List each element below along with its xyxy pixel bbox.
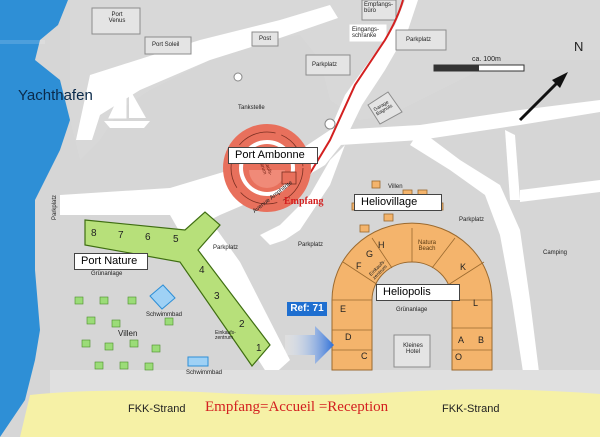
garage-bagnols-building bbox=[367, 91, 403, 125]
zone-heliovillage: Heliovillage bbox=[354, 194, 442, 211]
harbor-water bbox=[0, 0, 70, 437]
heliopolis-section-c: C bbox=[361, 351, 368, 361]
heliopolis-section-f: F bbox=[356, 261, 362, 271]
building-eingang bbox=[349, 24, 387, 42]
nature-block-6: 6 bbox=[145, 232, 151, 243]
heliopolis-section-b: B bbox=[478, 335, 485, 345]
label-einkaufszentrum-nature: Einkaufs-zentrum bbox=[215, 330, 236, 341]
heliopolis-complex bbox=[331, 222, 493, 371]
label-schwimmbad-2: Schwimmbad bbox=[186, 370, 223, 376]
road-camping-left bbox=[505, 130, 520, 200]
label-parkplatz-helio-left: Parkplatz bbox=[298, 242, 324, 248]
scale-label: ca. 100m bbox=[472, 56, 501, 63]
road-right bbox=[335, 100, 600, 145]
parkplatz-mid-area bbox=[395, 29, 447, 51]
label-port-venus: Port Venus bbox=[108, 12, 126, 24]
label-parkplatz-helio-right: Parkplatz bbox=[459, 217, 485, 223]
beach-label-center: Empfang=Accueil =Reception bbox=[205, 399, 389, 415]
building-empfangsburo bbox=[361, 0, 397, 21]
label-port-soleil: Port Soleil bbox=[152, 42, 180, 48]
harbor-label: Yachthafen bbox=[18, 87, 93, 104]
beach-sand bbox=[20, 389, 600, 437]
heliopolis-section-d: D bbox=[345, 332, 352, 342]
roundabout-2 bbox=[324, 118, 336, 130]
heliopolis-section-o: O bbox=[455, 352, 463, 362]
label-grunanlage-helio: Grünanlage bbox=[396, 307, 428, 313]
nature-block-1: 1 bbox=[256, 343, 262, 354]
label-empfang: Empfang bbox=[284, 196, 324, 207]
sailboat-icon bbox=[104, 81, 150, 128]
ref-badge[interactable]: Ref: 71 bbox=[287, 302, 327, 316]
building-port-soleil bbox=[144, 36, 192, 55]
schwimmbad-pool-1 bbox=[149, 284, 176, 310]
nature-villas bbox=[74, 296, 174, 371]
label-empfangsburo: Empfangs-büro bbox=[364, 2, 394, 14]
label-post: Post bbox=[259, 36, 272, 42]
label-villen-nature: Villen bbox=[118, 329, 138, 338]
label-villen-helio: Villen bbox=[388, 184, 403, 190]
north-arrow-icon bbox=[518, 72, 568, 122]
label-schwimmbad-1: Schwimmbad bbox=[146, 312, 183, 318]
scale-bar bbox=[433, 64, 525, 72]
nature-block-3: 3 bbox=[214, 291, 220, 302]
heliopolis-section-l: L bbox=[473, 298, 479, 308]
heliopolis-section-k: K bbox=[460, 262, 467, 272]
nature-block-5: 5 bbox=[173, 234, 179, 245]
zone-heliopolis: Heliopolis bbox=[376, 284, 460, 301]
nature-block-7: 7 bbox=[118, 230, 124, 241]
north-label: N bbox=[574, 39, 584, 54]
label-parkplatz-top: Parkplatz bbox=[312, 62, 338, 68]
road-bottom-right bbox=[520, 180, 600, 202]
parkplatz-top-area bbox=[305, 54, 351, 76]
schwimmbad-pool-2 bbox=[187, 356, 209, 367]
zone-port-ambonne: Port Ambonne bbox=[228, 147, 318, 164]
label-parkplatz-mid: Parkplatz bbox=[406, 37, 432, 43]
heliopolis-section-h: H bbox=[378, 240, 385, 250]
beach-label-right: FKK-Strand bbox=[442, 403, 500, 415]
building-post bbox=[251, 31, 279, 47]
roundabout-1 bbox=[233, 72, 243, 82]
nature-block-2: 2 bbox=[239, 319, 245, 330]
label-camping: Camping bbox=[543, 250, 568, 256]
building-port-venus bbox=[91, 7, 141, 35]
label-grunanlage-nature: Grünanlage bbox=[91, 271, 123, 277]
label-natura-beach: Natura Beach bbox=[417, 240, 436, 252]
zone-port-nature: Port Nature bbox=[74, 253, 148, 270]
label-kleines-hotel: Kleines Hotel bbox=[403, 343, 423, 355]
heliopolis-section-g: G bbox=[366, 249, 374, 259]
road-diagonal bbox=[410, 130, 540, 385]
nature-block-4: 4 bbox=[199, 265, 205, 276]
beach-label-left: FKK-Strand bbox=[128, 403, 186, 415]
direction-arrow-icon bbox=[285, 326, 334, 364]
label-eingangsschranke: Eingangs-schranke bbox=[352, 27, 380, 39]
label-parkplatz-left: Parkplatz bbox=[52, 194, 58, 220]
heliopolis-section-a: A bbox=[458, 335, 465, 345]
label-tankstelle: Tankstelle bbox=[238, 105, 265, 111]
heliopolis-section-e: E bbox=[340, 304, 347, 314]
jetty bbox=[0, 40, 45, 44]
label-parkplatz-nature: Parkplatz bbox=[213, 245, 239, 251]
road-mid bbox=[260, 145, 345, 245]
nature-block-8: 8 bbox=[91, 228, 97, 239]
